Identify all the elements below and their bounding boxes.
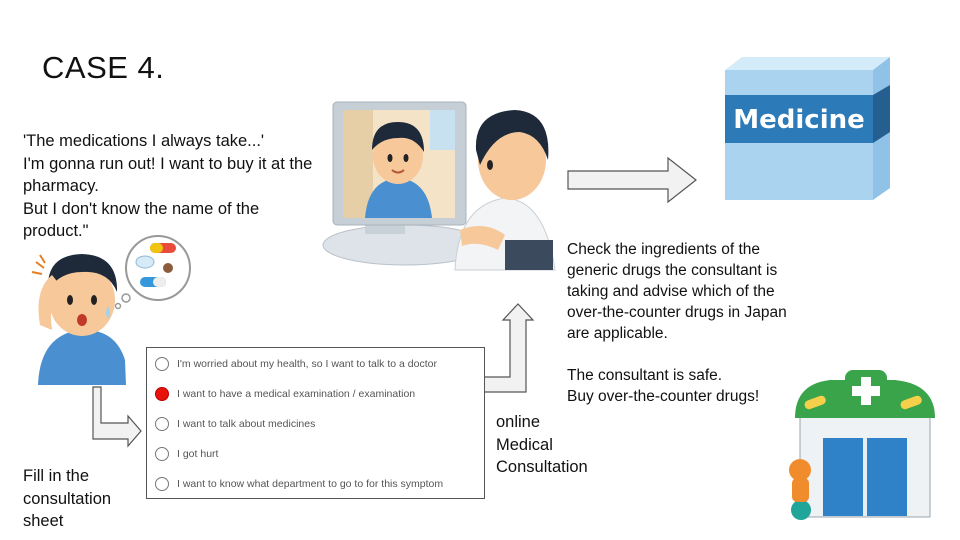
consultation-sheet-form: I'm worried about my health, so I want t… (146, 347, 485, 499)
fill-in-sheet-label: Fill in the consultation sheet (23, 467, 112, 530)
form-option-worried-health[interactable]: I'm worried about my health, so I want t… (155, 354, 437, 374)
radio-button[interactable] (155, 447, 169, 461)
patient-quote: 'The medications I always take...' I'm g… (23, 132, 313, 240)
option-label: I'm worried about my health, so I want t… (177, 358, 437, 370)
medicine-box-illustration: Medicine (725, 57, 890, 200)
arrow-form-to-consultation (481, 303, 535, 393)
option-label: I want to know what department to go to … (177, 478, 444, 490)
pills-thought-bubble (114, 235, 191, 310)
form-option-medical-examination[interactable]: I want to have a medical examination / e… (155, 384, 415, 404)
online-doctor-illustration (322, 101, 556, 271)
option-label: I want to talk about medicines (177, 418, 316, 430)
arrow-patient-to-form (92, 386, 142, 448)
arrow-consultation-to-medicine (567, 156, 697, 204)
online-consultation-label: online Medical Consultation (496, 413, 588, 476)
form-option-got-hurt[interactable]: I got hurt (155, 444, 218, 464)
pharmacist-advice-text: Check the ingredients of the generic dru… (567, 241, 787, 405)
radio-button-selected[interactable] (155, 387, 169, 401)
medicine-box-label: Medicine (733, 105, 865, 135)
form-option-which-department[interactable]: I want to know what department to go to … (155, 474, 443, 494)
option-label: I got hurt (177, 448, 219, 460)
radio-button[interactable] (155, 357, 169, 371)
case-title: CASE 4. (42, 50, 165, 85)
radio-button[interactable] (155, 417, 169, 431)
worried-patient-illustration (31, 254, 126, 385)
pharmacy-illustration (789, 370, 935, 520)
option-label: I want to have a medical examination / e… (177, 388, 416, 400)
form-option-talk-about-medicines[interactable]: I want to talk about medicines (155, 414, 315, 434)
radio-button[interactable] (155, 477, 169, 491)
